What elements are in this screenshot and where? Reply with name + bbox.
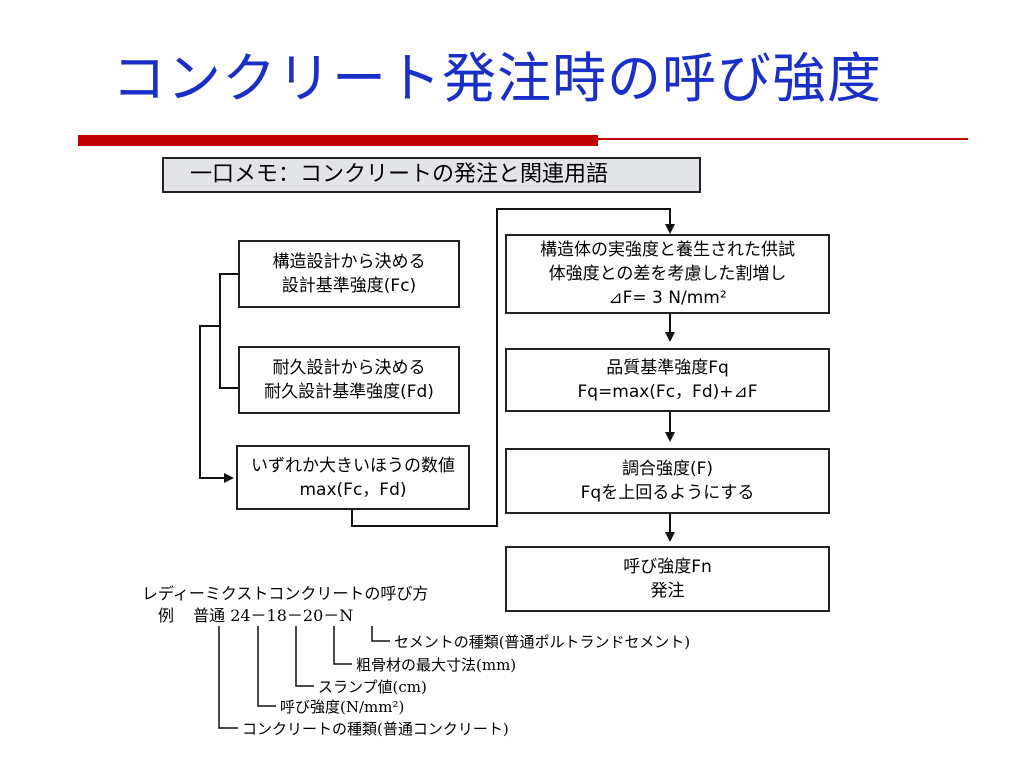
flow-box-increment-line3: ⊿F= 3 N/mm² <box>608 288 727 308</box>
flow-box-nominal-line1: 呼び強度Fn <box>623 557 712 577</box>
flow-box-design-line2: 設計基準強度(Fc) <box>281 276 417 296</box>
flow-box-max-value: いずれか大きいほうの数値 max(Fc，Fd) <box>236 445 470 510</box>
flow-box-design-strength: 構造設計から決める 設計基準強度(Fc) <box>238 240 460 308</box>
flow-box-increment-line1: 構造体の実強度と養生された供試 <box>540 240 795 260</box>
flow-box-mix-line2: Fqを上回るようにする <box>580 483 755 503</box>
flow-box-mix-line1: 調合強度(F) <box>621 459 714 479</box>
title-underline-thin <box>598 138 968 140</box>
memo-title: 一口メモ：コンクリートの発注と関連用語 <box>162 157 701 193</box>
example-designation: 普通 24－18－20－N <box>193 606 354 625</box>
legend-slump: スランプ値(cm) <box>318 678 427 696</box>
flow-box-increment-line2: 体強度との差を考慮した割増し <box>548 264 787 284</box>
flow-box-durability-line2: 耐久設計基準強度(Fd) <box>264 382 434 402</box>
flow-box-durability-line1: 耐久設計から決める <box>272 358 426 378</box>
bracket-stem <box>199 325 234 483</box>
example-heading: レディーミクストコンクリートの呼び方 <box>142 584 429 603</box>
flow-box-max-line2: max(Fc，Fd) <box>299 479 407 500</box>
flow-box-mix-strength: 調合強度(F) Fqを上回るようにする <box>505 448 830 514</box>
example-section: レディーミクストコンクリートの呼び方 例 普通 24－18－20－N <box>142 585 428 625</box>
cross-connector <box>351 208 675 527</box>
flow-box-increment: 構造体の実強度と養生された供試 体強度との差を考慮した割増し ⊿F= 3 N/m… <box>505 234 830 314</box>
legend-aggregate-size: 粗骨材の最大寸法(mm) <box>356 656 517 674</box>
legend-concrete-type: コンクリートの種類(普通コンクリート) <box>242 720 509 738</box>
flow-box-nominal-strength: 呼び強度Fn 発注 <box>505 546 830 612</box>
flow-box-nominal-line2: 発注 <box>650 581 685 601</box>
example-label: 例 <box>158 606 175 625</box>
flow-box-quality-line2: Fq=max(Fc，Fd)+⊿F <box>577 382 758 402</box>
slide-title: コンクリート発注時の呼び強度 <box>112 47 882 110</box>
flow-box-durability-strength: 耐久設計から決める 耐久設計基準強度(Fd) <box>238 346 460 414</box>
flow-box-quality-line1: 品質基準強度Fq <box>606 358 729 378</box>
flow-box-quality-strength: 品質基準強度Fq Fq=max(Fc，Fd)+⊿F <box>505 348 830 412</box>
example-legend-lines <box>218 626 390 729</box>
flow-box-design-line1: 構造設計から決める <box>272 252 426 272</box>
legend-nominal-strength: 呼び強度(N/mm²) <box>280 698 405 716</box>
legend-cement-type: セメントの種類(普通ポルトランドセメント) <box>394 633 691 651</box>
bracket-top <box>219 273 238 389</box>
title-underline-thick <box>78 135 598 146</box>
flow-box-max-line1: いずれか大きいほうの数値 <box>251 455 455 476</box>
